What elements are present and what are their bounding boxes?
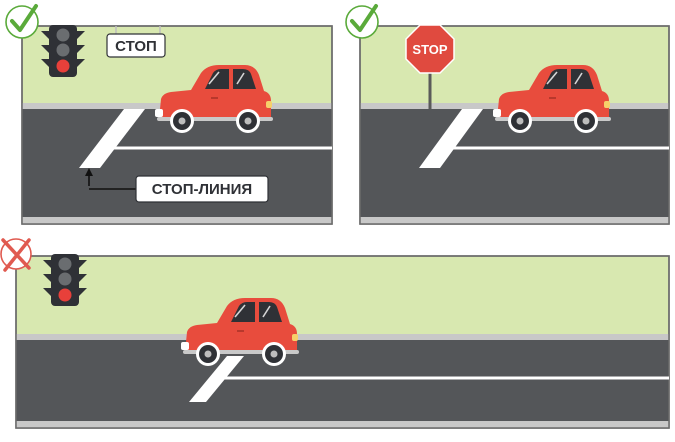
arrow-up-icon (85, 168, 93, 176)
panel-2: STOP (345, 4, 670, 225)
stop-line-callout-text: СТОП-ЛИНИЯ (152, 181, 252, 198)
stop-sign-label: STOP (412, 42, 447, 57)
stop-line (419, 109, 483, 168)
cross-mark-icon (0, 238, 32, 272)
stop-sign-icon: STOP (405, 24, 455, 74)
check-mark-icon (345, 4, 379, 39)
panel-1: СТОП СТОП-ЛИНИЯ (5, 4, 333, 225)
panel-3 (0, 238, 670, 429)
stop-line (79, 109, 145, 168)
check-mark-icon (5, 4, 39, 39)
stop-line-callout (135, 175, 269, 203)
stop-sign-plate (106, 33, 166, 58)
stop-sign-text: СТОП (115, 38, 157, 55)
stop-line (189, 356, 244, 402)
